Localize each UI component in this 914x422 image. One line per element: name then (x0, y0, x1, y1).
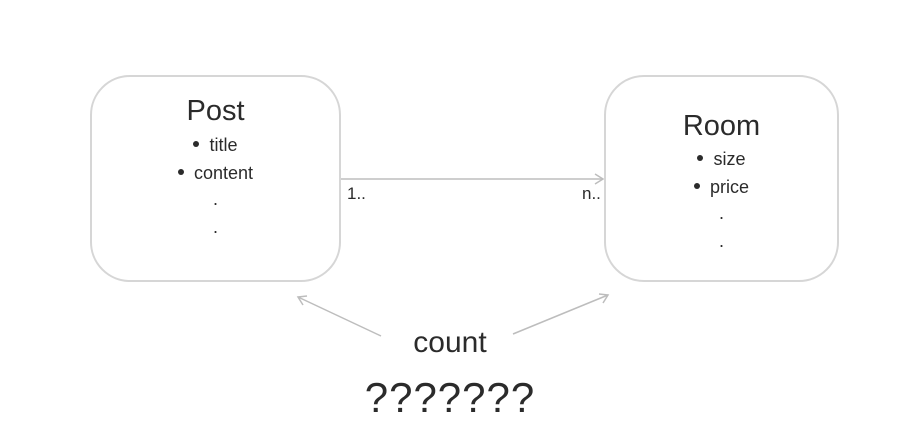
room-continuation-dot: . (718, 203, 724, 223)
bullet-icon (193, 141, 200, 148)
post-attribute-content-label: content (193, 163, 254, 183)
room-entity-title: Room (682, 110, 761, 142)
post-attribute-title-label: title (209, 135, 238, 155)
bullet-icon (693, 183, 700, 190)
relationship-arrowhead (594, 173, 605, 185)
room-continuation-dot: . (718, 231, 724, 251)
room-attribute-price: price (606, 177, 837, 197)
room-entity-box[interactable]: Room size price . . (604, 75, 839, 282)
room-attribute-size-label: size (713, 149, 746, 169)
count-label: count (413, 326, 487, 359)
count-to-post-arrow (297, 296, 382, 337)
post-entity-title: Post (186, 95, 245, 127)
question-marks-label: ??????? (364, 374, 536, 421)
room-attribute-size: size (606, 149, 837, 169)
room-multiplicity-label: n.. (582, 184, 601, 203)
post-attribute-title: title (92, 135, 339, 155)
post-attribute-content: content (92, 163, 339, 183)
post-multiplicity-label: 1.. (347, 184, 366, 203)
bullet-icon (697, 155, 704, 162)
room-attribute-price-label: price (709, 177, 749, 197)
count-to-post-arrowhead (296, 295, 308, 306)
bullet-icon (177, 169, 184, 176)
post-entity-box[interactable]: Post title content . . (90, 75, 341, 282)
post-continuation-dot: . (212, 217, 218, 237)
count-to-room-arrow (512, 294, 609, 335)
count-to-room-arrowhead (598, 293, 610, 304)
post-continuation-dot: . (212, 189, 218, 209)
